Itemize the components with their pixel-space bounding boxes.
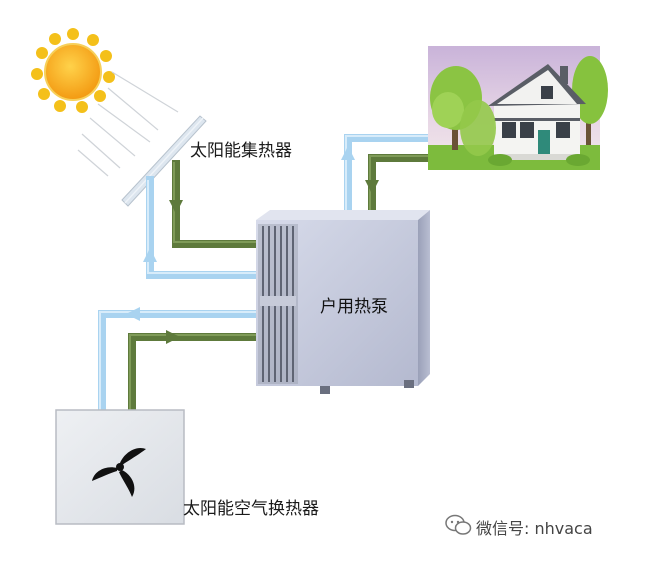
label-solar-air-heat-exchanger: 太阳能空气换热器 [183, 499, 319, 519]
return-pipes [128, 154, 428, 410]
heat-exchanger-box [55, 409, 185, 525]
label-solar-collector: 太阳能集热器 [190, 141, 292, 161]
watermark-text: 微信号: nhvaca [476, 519, 593, 538]
watermark: 微信号: nhvaca [444, 514, 593, 540]
heat-pump-icon [256, 210, 430, 394]
sun-icon [31, 28, 115, 113]
label-household-heat-pump: 户用热泵 [320, 297, 388, 317]
wechat-icon [445, 514, 472, 535]
sun-rays [77, 71, 179, 177]
return-pipe-highlights [129, 155, 428, 410]
solar-panel-icon [121, 115, 207, 207]
supply-pipes [98, 134, 428, 410]
house-icon [428, 46, 608, 170]
supply-pipe-highlights [99, 135, 428, 410]
flow-arrows [126, 146, 379, 344]
fan-icon [92, 447, 146, 497]
